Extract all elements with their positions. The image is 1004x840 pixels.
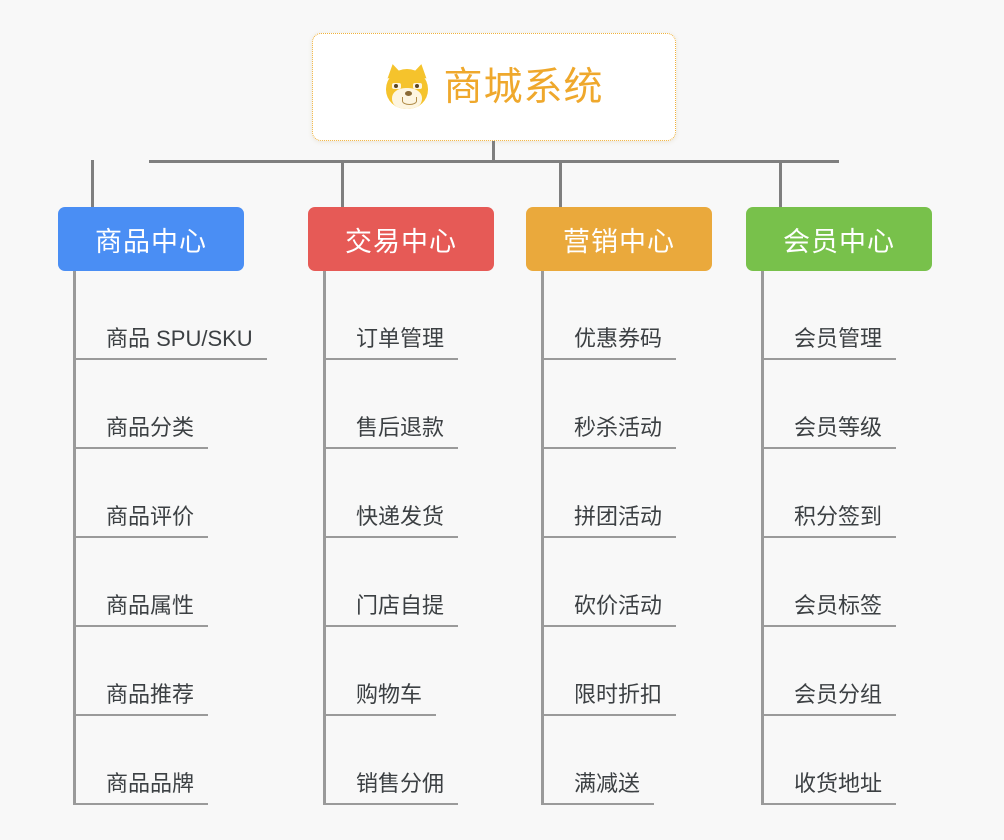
leaf-item-label: 砍价活动 (541, 593, 677, 627)
connector-drop-1 (91, 160, 94, 207)
branch-column: 营销中心优惠券码秒杀活动拼团活动砍价活动限时折扣满减送 (526, 207, 712, 805)
leaf-item-label: 商品分类 (73, 415, 209, 449)
root-node-label: 商城系统 (443, 65, 604, 109)
connector-root-stem (492, 141, 495, 163)
connector-horizontal-bus (149, 160, 839, 163)
leaf-item[interactable]: 满减送 (526, 716, 712, 805)
leaf-item[interactable]: 积分签到 (746, 449, 932, 538)
leaf-item-label: 商品评价 (73, 504, 209, 538)
leaf-item-label: 销售分佣 (323, 771, 459, 805)
leaf-item[interactable]: 秒杀活动 (526, 360, 712, 449)
leaf-list: 会员管理会员等级积分签到会员标签会员分组收货地址 (746, 271, 932, 805)
leaf-item[interactable]: 会员管理 (746, 271, 932, 360)
leaf-item[interactable]: 会员标签 (746, 538, 932, 627)
leaf-item[interactable]: 优惠券码 (526, 271, 712, 360)
category-box[interactable]: 营销中心 (526, 207, 712, 271)
leaf-item-label: 秒杀活动 (541, 415, 677, 449)
leaf-item-label: 门店自提 (323, 593, 459, 627)
leaf-item-label: 快递发货 (323, 504, 459, 538)
leaf-item[interactable]: 商品分类 (58, 360, 244, 449)
leaf-item[interactable]: 商品评价 (58, 449, 244, 538)
leaf-item-label: 商品 SPU/SKU (73, 326, 267, 360)
connector-drop-2 (341, 160, 344, 207)
leaf-item-label: 购物车 (323, 682, 437, 716)
leaf-item[interactable]: 收货地址 (746, 716, 932, 805)
branch-column: 交易中心订单管理售后退款快递发货门店自提购物车销售分佣 (308, 207, 494, 805)
branch-spine (541, 271, 544, 805)
leaf-list: 订单管理售后退款快递发货门店自提购物车销售分佣 (308, 271, 494, 805)
leaf-item-label: 拼团活动 (541, 504, 677, 538)
leaf-item-label: 会员分组 (761, 682, 897, 716)
leaf-item-label: 积分签到 (761, 504, 897, 538)
leaf-item-label: 会员标签 (761, 593, 897, 627)
leaf-item[interactable]: 商品 SPU/SKU (58, 271, 267, 360)
leaf-item-label: 商品品牌 (73, 771, 209, 805)
leaf-item[interactable]: 限时折扣 (526, 627, 712, 716)
leaf-item[interactable]: 售后退款 (308, 360, 494, 449)
root-node[interactable]: 商城系统 (312, 33, 676, 141)
leaf-item[interactable]: 砍价活动 (526, 538, 712, 627)
leaf-item[interactable]: 会员等级 (746, 360, 932, 449)
leaf-item-label: 会员管理 (761, 326, 897, 360)
category-box[interactable]: 商品中心 (58, 207, 244, 271)
leaf-item-label: 满减送 (541, 771, 655, 805)
category-box[interactable]: 会员中心 (746, 207, 932, 271)
branch-spine (73, 271, 76, 805)
leaf-item-label: 订单管理 (323, 326, 459, 360)
leaf-item[interactable]: 销售分佣 (308, 716, 494, 805)
connector-drop-4 (779, 160, 782, 207)
connector-drop-3 (559, 160, 562, 207)
leaf-item[interactable]: 购物车 (308, 627, 494, 716)
leaf-list: 商品 SPU/SKU 商品分类商品评价商品属性商品推荐商品品牌 (58, 271, 267, 805)
branch-column: 会员中心会员管理会员等级积分签到会员标签会员分组收货地址 (746, 207, 932, 805)
branch-spine (761, 271, 764, 805)
root-node-content: 商城系统 (384, 62, 604, 110)
branch-column: 商品中心商品 SPU/SKU 商品分类商品评价商品属性商品推荐商品品牌 (58, 207, 267, 805)
leaf-item-label: 售后退款 (323, 415, 459, 449)
leaf-item[interactable]: 订单管理 (308, 271, 494, 360)
leaf-list: 优惠券码秒杀活动拼团活动砍价活动限时折扣满减送 (526, 271, 712, 805)
leaf-item[interactable]: 商品属性 (58, 538, 244, 627)
leaf-item-label: 限时折扣 (541, 682, 677, 716)
branch-spine (323, 271, 326, 805)
leaf-item[interactable]: 拼团活动 (526, 449, 712, 538)
leaf-item[interactable]: 会员分组 (746, 627, 932, 716)
leaf-item-label: 商品属性 (73, 593, 209, 627)
leaf-item-label: 会员等级 (761, 415, 897, 449)
leaf-item-label: 商品推荐 (73, 682, 209, 716)
leaf-item[interactable]: 门店自提 (308, 538, 494, 627)
shiba-inu-dog-face-icon (384, 62, 430, 110)
leaf-item[interactable]: 商品品牌 (58, 716, 244, 805)
leaf-item[interactable]: 商品推荐 (58, 627, 244, 716)
leaf-item-label: 收货地址 (761, 771, 897, 805)
leaf-item-label: 优惠券码 (541, 326, 677, 360)
leaf-item[interactable]: 快递发货 (308, 449, 494, 538)
category-box[interactable]: 交易中心 (308, 207, 494, 271)
